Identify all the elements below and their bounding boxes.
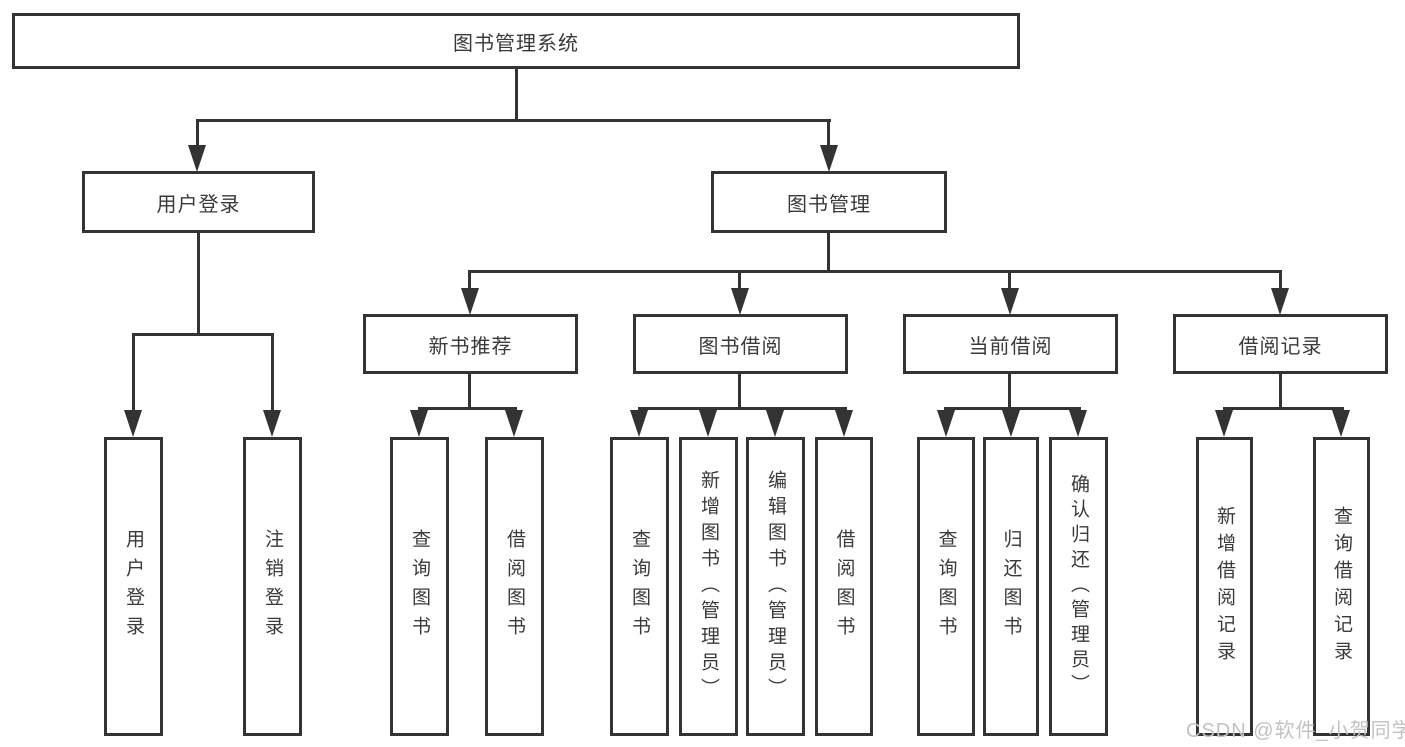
connector-stem-records bbox=[1279, 374, 1282, 410]
arrow-down-cur-confirm bbox=[1069, 410, 1087, 437]
connector-stem-book-mgmt bbox=[827, 233, 830, 273]
connector-rail-records bbox=[1223, 407, 1344, 410]
connector-stem-user-login bbox=[197, 233, 200, 336]
leaf-cur-confirm-return: 确认归还（管理员） bbox=[1049, 437, 1108, 736]
connector-drop-book-borrow bbox=[738, 270, 741, 292]
connector-rail-user-login bbox=[132, 333, 274, 336]
connector-rail-borrow bbox=[638, 407, 847, 410]
connector-rail-new-book bbox=[418, 407, 517, 410]
node-book-mgmt: 图书管理 bbox=[711, 171, 947, 233]
arrow-down-borrow-records bbox=[1271, 288, 1289, 315]
arrow-down-rcd-add bbox=[1215, 410, 1233, 437]
arrow-down-book-mgmt bbox=[820, 145, 838, 172]
arrow-down-bor-borrow bbox=[835, 410, 853, 437]
leaf-bor-query-books: 查询图书 bbox=[610, 437, 669, 736]
arrow-down-leaf-login bbox=[124, 410, 142, 437]
node-root: 图书管理系统 bbox=[12, 13, 1020, 69]
arrow-down-user-login bbox=[188, 145, 206, 172]
csdn-watermark: CSDN @软件_小贺同学 bbox=[1186, 720, 1405, 742]
connector-stem-root bbox=[515, 68, 518, 121]
connector-rail-current bbox=[944, 407, 1081, 410]
arrow-down-bor-edit bbox=[766, 410, 784, 437]
arrow-down-current-borrow bbox=[1001, 288, 1019, 315]
node-user-login: 用户登录 bbox=[82, 171, 315, 233]
connector-drop-user-login bbox=[196, 119, 199, 149]
leaf-rcd-query-record: 查询借阅记录 bbox=[1313, 437, 1370, 736]
arrow-down-cur-query bbox=[937, 410, 955, 437]
connector-stem-borrow bbox=[738, 374, 741, 410]
arrow-down-rec-query bbox=[410, 410, 428, 437]
arrow-down-new-book bbox=[461, 288, 479, 315]
leaf-logout: 注销登录 bbox=[243, 437, 302, 736]
leaf-user-login: 用户登录 bbox=[104, 437, 163, 736]
node-book-borrow: 图书借阅 bbox=[633, 314, 848, 374]
node-current-borrow: 当前借阅 bbox=[903, 314, 1118, 374]
arrow-down-leaf-logout bbox=[263, 410, 281, 437]
connector-stem-new-book bbox=[468, 374, 471, 410]
leaf-bor-edit-books: 编辑图书（管理员） bbox=[746, 437, 805, 736]
connector-drop-book-mgmt bbox=[827, 119, 830, 149]
leaf-rec-borrow-books: 借阅图书 bbox=[485, 437, 544, 736]
leaf-bor-add-books: 新增图书（管理员） bbox=[679, 437, 738, 736]
connector-drop-current-borrow bbox=[1008, 270, 1011, 292]
connector-drop-new-book bbox=[468, 270, 471, 292]
arrow-down-rec-borrow bbox=[505, 410, 523, 437]
connector-rail-root bbox=[196, 119, 831, 122]
node-new-book-rec: 新书推荐 bbox=[363, 314, 578, 374]
arrow-down-cur-return bbox=[1002, 410, 1020, 437]
connector-rail-book-mgmt bbox=[468, 270, 1282, 273]
connector-stem-current bbox=[1008, 374, 1011, 410]
leaf-cur-return-books: 归还图书 bbox=[983, 437, 1039, 736]
leaf-rcd-add-record: 新增借阅记录 bbox=[1196, 437, 1253, 736]
arrow-down-rcd-query bbox=[1332, 410, 1350, 437]
node-borrow-records: 借阅记录 bbox=[1173, 314, 1388, 374]
arrow-down-book-borrow bbox=[731, 288, 749, 315]
leaf-rec-query-books: 查询图书 bbox=[390, 437, 449, 736]
connector-drop-leaf-login bbox=[132, 333, 135, 411]
leaf-cur-query-books: 查询图书 bbox=[917, 437, 975, 736]
arrow-down-bor-query bbox=[630, 410, 648, 437]
connector-drop-borrow-records bbox=[1279, 270, 1282, 292]
connector-drop-leaf-logout bbox=[271, 333, 274, 411]
arrow-down-bor-add bbox=[699, 410, 717, 437]
leaf-bor-borrow-books: 借阅图书 bbox=[815, 437, 873, 736]
